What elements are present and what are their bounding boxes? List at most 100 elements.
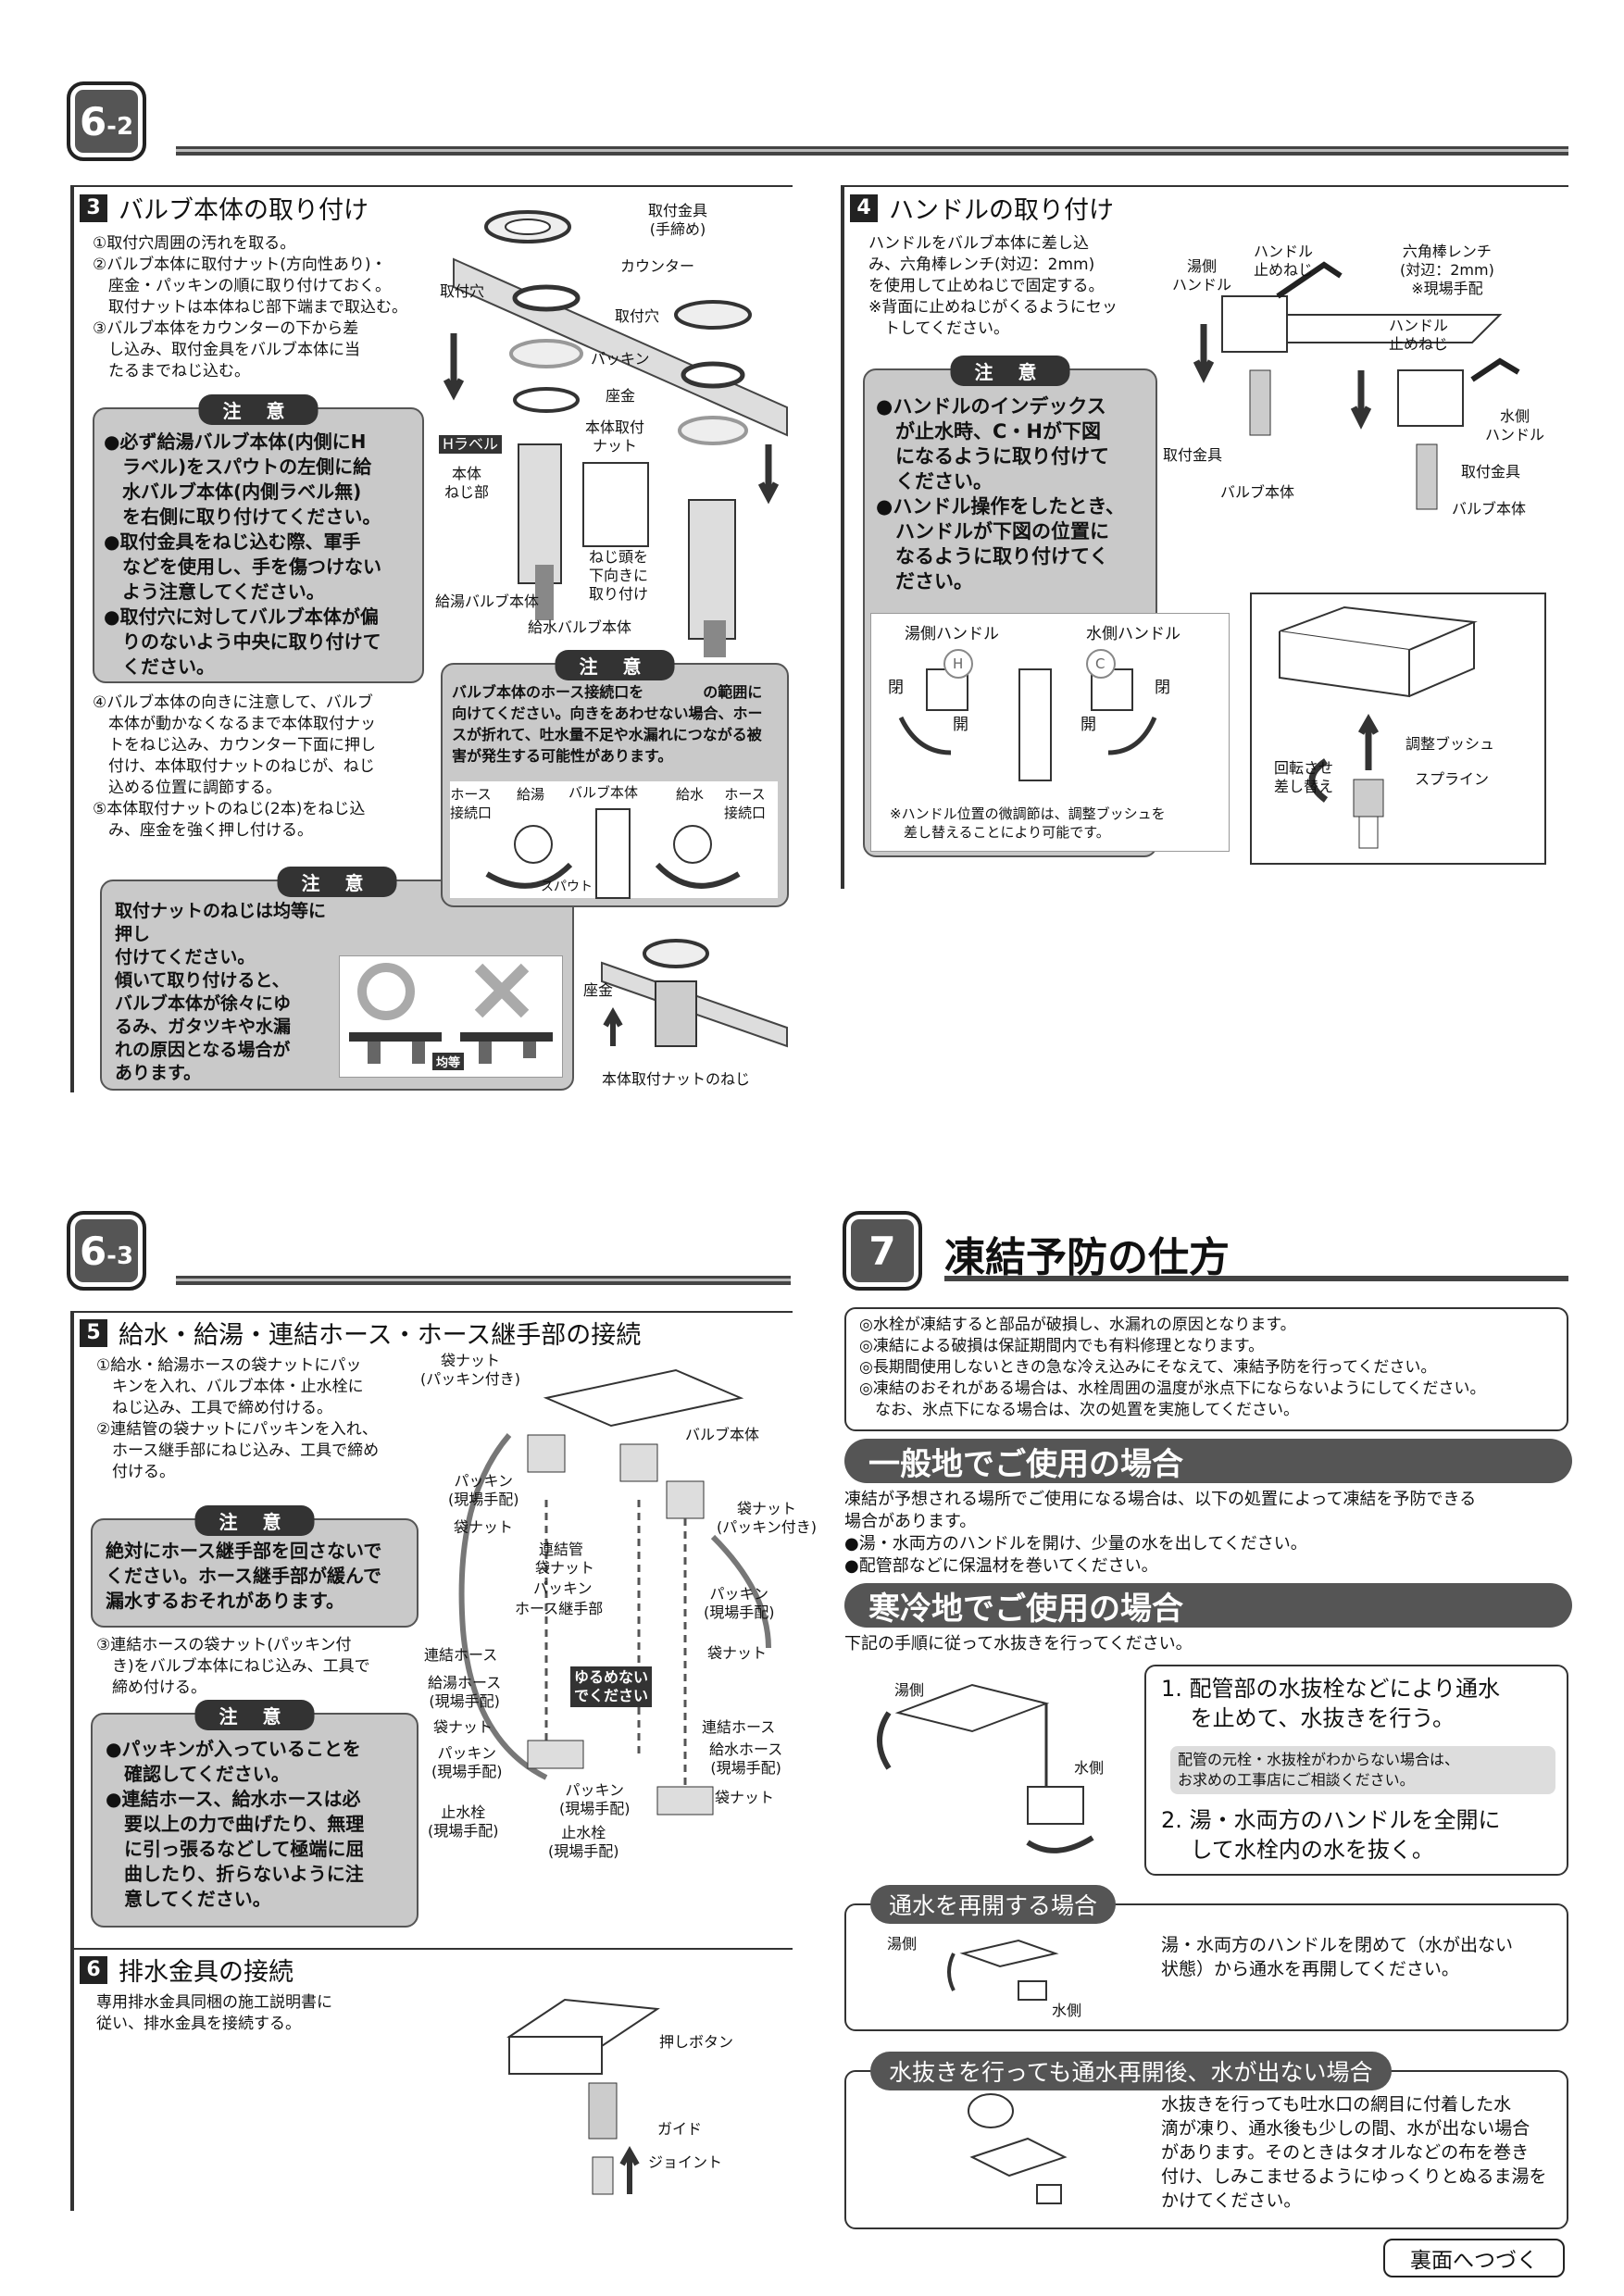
step6-topline [72,1948,793,1950]
label-open-cold: 開 [1081,716,1096,734]
resume-title: 通水を再開する場合 [889,1892,1098,1919]
resume-text: 湯・水両方のハンドルを閉めて（水が出ない 状態）から通水を再開してください。 [1161,1935,1514,1979]
general-area-header: 一般地でご使用の場合 [844,1439,1572,1483]
label-cold-handle: 水側ハンドル [1086,625,1181,643]
label-hot-handle: 湯側ハンドル [905,625,999,643]
hose-connection-diagram [458,1368,771,1816]
step3-title: バルブ本体の取り付け [119,196,369,225]
label-bush: 調整ブッシュ [1405,735,1495,753]
caution-body: 絶対にホース継手部を回さないで ください。ホース継手部が緩んで 漏水するおそれが… [106,1540,382,1612]
cold-area-title: 寒冷地でご使用の場合 [868,1590,1183,1628]
caution-tag: 注 意 [277,867,397,897]
label-bag-nut-top: 袋ナット (パッキン付き) [420,1352,521,1388]
valve-install-diagram [443,210,788,657]
step4-title: ハンドルの取り付け [889,196,1114,225]
label-connect-hose: 連結ホース [424,1646,498,1664]
label-bag-nut-5: 袋ナット [715,1789,775,1806]
step5-left-bar [70,1311,74,2211]
label-stop-valve-2: 止水栓 (現場手配) [548,1824,619,1860]
drain-diagram [506,1998,660,2195]
step4-left-bar [841,185,844,889]
label-bag-nut-4: 袋ナット [433,1718,493,1736]
bush-detail-drawing [1279,605,1478,849]
label-joint: ジョイント [648,2153,723,2171]
cold-area-steps-box: 1. 配管部の水抜栓などにより通水 を止めて、水抜きを行う。 配管の元栓・水抜栓… [1144,1665,1568,1876]
step5-instructions-2: ③連結ホースの袋ナット(パッキン付 き)をバルブ本体にねじ込み、工具で 締め付け… [96,1636,370,1697]
badge-subnumber: -3 [106,1242,134,1270]
label-spout: スパウト [541,880,593,894]
label-bag-nut-3: 袋ナット [707,1644,768,1662]
step4-caution: 注 意 ●ハンドルのインデックス が止水時、C・Hが下図 になるように取り付けて… [863,356,1230,857]
label-valve-2: バルブ本体 [1452,500,1527,518]
label-packing-right: パッキン (現場手配) [704,1585,775,1621]
label-resume-hot: 湯側 [887,1935,918,1953]
label-fitting-1: 取付金具 [1163,446,1223,464]
label-hose-joint: ホース継手部 [515,1600,604,1617]
bush-detail-box: 調整ブッシュ スプライン 回転させ 差し替え [1250,593,1546,865]
label-body-nut: 本体取付 ナット [585,418,645,455]
caution-tag: 注 意 [194,1505,315,1536]
step5-caution1: 注 意 絶対にホース継手部を回さないで ください。ホース継手部が緩んで 漏水する… [91,1505,418,1628]
label-fitting: 取付金具 (手締め) [648,202,708,238]
label-packing: パッキン [591,350,650,368]
section-6-2-badge: 6-2 [67,81,146,161]
label-hole-2: 取付穴 [615,307,660,325]
label-packing-2: パッキン [533,1579,593,1597]
section-7-title: 凍結予防の仕方 [944,1234,1230,1281]
general-area-title: 一般地でご使用の場合 [868,1445,1183,1483]
header-rule-2 [176,1276,791,1285]
step5-caution2: 注 意 ●パッキンが入っていることを 確認してください。 ●連結ホース、給水ホー… [91,1700,418,1928]
hose-port-arrows [485,808,741,899]
resume-faucet-diagram [947,1939,1059,2001]
label-connector-pipe: 連結管 [539,1541,584,1558]
badge-number: 6 [79,1228,107,1274]
washer-press-diagram [601,939,788,1048]
handle-rotation-arrows [898,649,1157,781]
step5-topline [72,1311,793,1313]
label-open-hot: 開 [953,716,968,734]
section-7-rule [944,1276,1568,1281]
step6-title: 排水金具の接続 [119,1958,294,1987]
label-valve-body: バルブ本体 [685,1426,760,1443]
badge-number: 6 [79,98,107,144]
label-packing-site-3: パッキン (現場手配) [559,1781,631,1817]
label-stop-valve-1: 止水栓 (現場手配) [428,1803,499,1840]
balanced-nut-diagram: 均等 [339,955,563,1078]
label-valve-body: バルブ本体 [568,784,639,801]
label-hot-valve: 給湯バルブ本体 [435,593,540,610]
label-screw-head: ねじ頭を 下向きに 取り付け [589,548,649,603]
label-valve-1: バルブ本体 [1220,483,1295,501]
label-handle-screw-2: ハンドル 止めねじ [1389,317,1449,353]
caution-tag: 注 意 [555,650,675,680]
label-hex-wrench: 六角棒レンチ (対辺：2mm) ※現場手配 [1400,243,1494,297]
label-fitting-2: 取付金具 [1461,463,1521,480]
label-hot-side-handle: 湯側 ハンドル [1172,257,1232,293]
no-water-box [844,2070,1568,2229]
step5-title: 給水・給湯・連結ホース・ホース継手部の接続 [119,1321,642,1350]
header-rule [176,146,1568,156]
caution-body: 取付ナットのねじは均等に押し 付けてください。 傾いて取り付けると、 バルブ本体… [115,901,327,1083]
label-bag-nut-1: 袋ナット [454,1518,514,1536]
general-area-text: 凍結が予想される場所でご使用になる場合は、以下の処置によって凍結を予防できる 場… [844,1490,1477,1576]
step3-caution3: 注 意 バルブ本体のホース接続口を の範囲に 向けてください。向きをあわせない場… [441,650,789,907]
handle-position-diagram: 湯側ハンドル 水側ハンドル 閉 開 H C 開 閉 ※ハンドル位置の微調節は、調… [870,613,1230,852]
label-washer: 座金 [606,387,636,405]
caution-tag: 注 意 [198,394,319,425]
label-bag-nut-2: 袋ナット [535,1559,595,1577]
cold-area-header: 寒冷地でご使用の場合 [844,1583,1572,1628]
drain-faucet-diagram [877,1683,1094,1853]
handle-note: ※ハンドル位置の微調節は、調整ブッシュを 差し替えることにより可能です。 [890,805,1166,841]
cold-step-1-note: 配管の元栓・水抜栓がわからない場合は、 お求めの工事店にご相談ください。 [1170,1746,1555,1794]
step5-number: 5 [80,1318,107,1347]
no-water-header: 水抜きを行っても通水再開後、水が出ない場合 [870,2052,1392,2090]
label-rotate: 回転させ 差し替え [1274,759,1334,795]
caution-body: バルブ本体のホース接続口を の範囲に 向けてください。向きをあわせない場合、ホー… [452,683,763,765]
caution-tag: 注 意 [194,1700,315,1730]
label-cold-side-handle: 水側 ハンドル [1485,407,1545,443]
step3-left-bar [70,185,74,1092]
c-index-icon: C [1095,655,1106,672]
step6-heading: 6 排水金具の接続 [80,1952,294,1988]
caution-body: ●ハンドルのインデックス が止水時、C・Hが下図 になるように取り付けて くださ… [876,395,1125,593]
section-6-3-badge: 6-3 [67,1211,146,1291]
no-water-text: 水抜きを行っても吐水口の網目に付着した水 滴が凍り、通水後も少しの間、水が出ない… [1161,2094,1547,2211]
